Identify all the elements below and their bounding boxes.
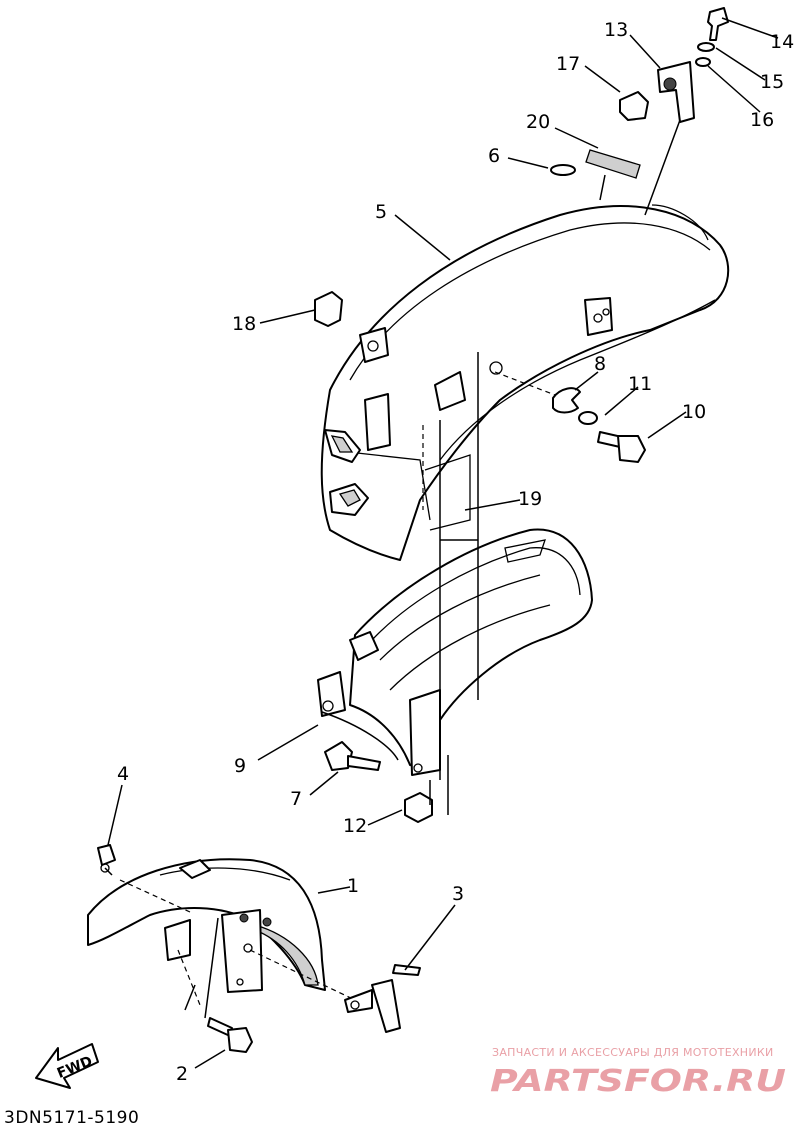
callout-13: 13	[604, 19, 628, 41]
callout-18: 18	[232, 313, 256, 335]
callout-4: 4	[117, 763, 129, 785]
part-4-bracket	[97, 844, 116, 873]
part-3-bracket	[344, 964, 421, 1033]
callout-8: 8	[594, 353, 606, 375]
front-fender	[87, 858, 356, 1001]
diagram-code: 3DN5171-5190	[4, 1108, 140, 1128]
part-7-bolt	[324, 741, 381, 771]
part-14-screw	[707, 7, 729, 41]
callout-6: 6	[488, 145, 500, 167]
callout-11: 11	[628, 373, 652, 395]
callout-9: 9	[234, 755, 246, 777]
callout-19: 19	[518, 488, 542, 510]
part-20-emblem	[585, 149, 641, 179]
callout-3: 3	[452, 883, 464, 905]
callout-2: 2	[176, 1063, 188, 1085]
callout-20: 20	[526, 111, 550, 133]
part-16-washer	[695, 57, 711, 67]
callout-16: 16	[750, 109, 774, 131]
part-12-nut	[404, 792, 433, 823]
watermark-logo: PARTSFOR.RU	[490, 1064, 786, 1096]
callout-17: 17	[556, 53, 580, 75]
callout-7: 7	[290, 788, 302, 810]
part-18-rubber	[314, 291, 343, 327]
callout-10: 10	[682, 401, 706, 423]
callout-14: 14	[770, 31, 794, 53]
assembly-lines	[104, 119, 681, 1019]
leader-lines	[107, 17, 779, 1069]
part-2-bolt	[184, 984, 253, 1053]
watermark-logo-text: PARTSFOR.RU	[490, 1064, 786, 1096]
part-17-cap-nut	[619, 91, 649, 121]
part-6-washer	[550, 164, 576, 176]
callout-15: 15	[760, 71, 784, 93]
callout-1: 1	[347, 875, 359, 897]
part-11-washer	[578, 411, 598, 425]
part-10-bolt	[597, 431, 646, 463]
watermark-tagline: ЗАПЧАСТИ И АКСЕССУАРЫ ДЛЯ МОТОТЕХНИКИ	[492, 1046, 774, 1059]
assembly-dash-lines	[177, 371, 556, 1006]
fwd-arrow-icon: FWD	[35, 1043, 99, 1089]
part-15-washer	[697, 42, 715, 52]
callout-5: 5	[375, 201, 387, 223]
callout-12: 12	[343, 815, 367, 837]
inner-rear-fender	[317, 528, 593, 776]
part-13-bracket	[657, 61, 695, 123]
part-8-clip	[552, 387, 581, 414]
